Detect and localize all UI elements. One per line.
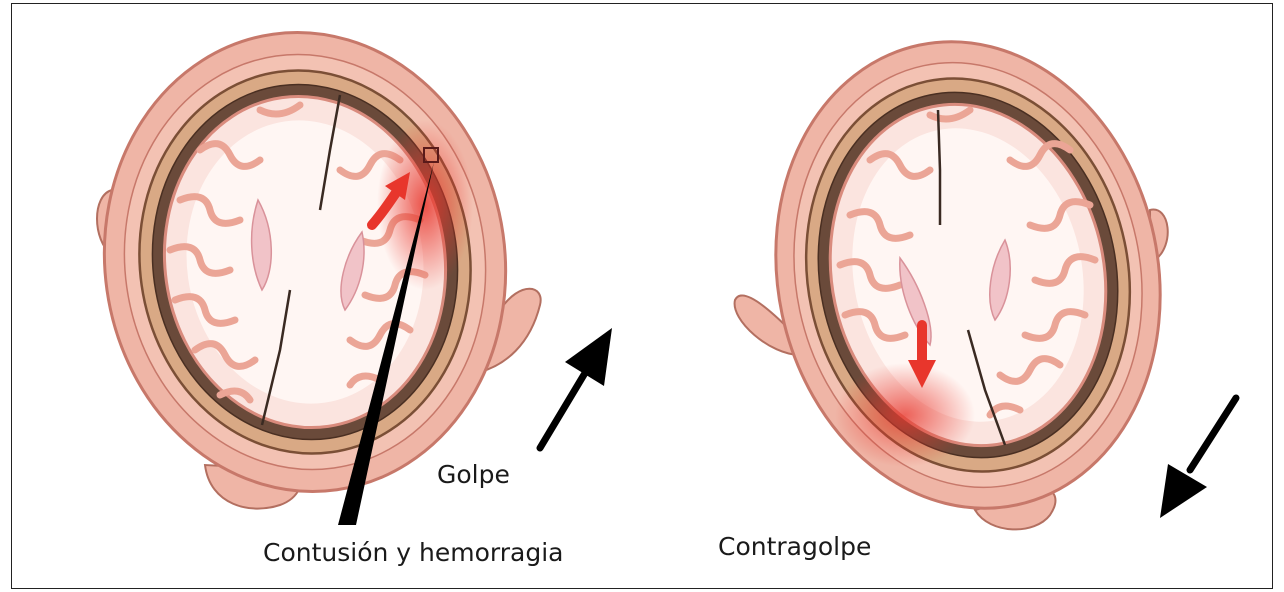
counter-impact-label: Contragolpe — [718, 532, 871, 561]
contusion-label: Contusión y hemorragia — [263, 538, 564, 567]
right-head — [733, 6, 1202, 545]
left-head — [75, 6, 541, 517]
counter-contusion-area — [835, 363, 975, 467]
arrow-up-right-icon — [540, 328, 612, 448]
arrow-down-left-icon — [1160, 398, 1236, 518]
impact-label: Golpe — [437, 460, 510, 489]
